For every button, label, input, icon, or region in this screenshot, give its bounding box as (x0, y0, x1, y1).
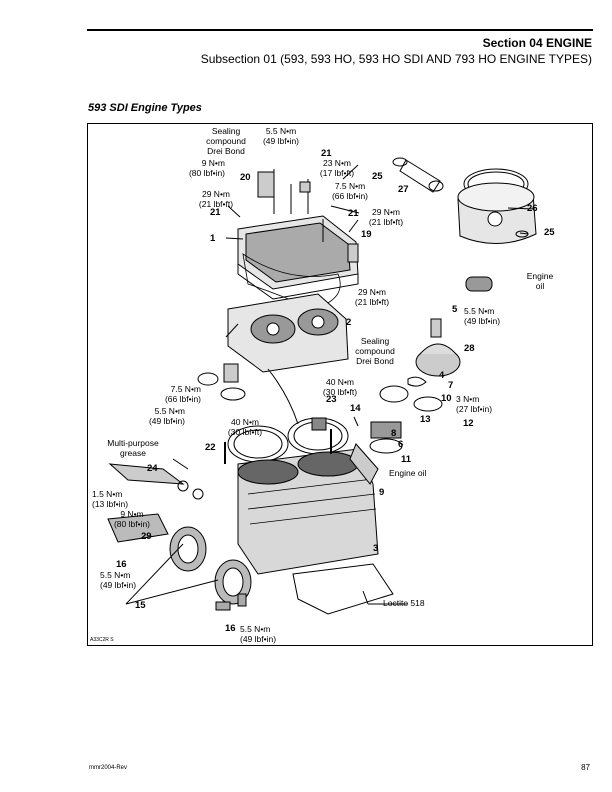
part-19: 19 (361, 229, 372, 240)
section-title: Section 04 ENGINE (482, 36, 592, 50)
figure-title: 593 SDI Engine Types (88, 102, 202, 114)
callout-grease: Multi-purpose grease (107, 438, 159, 458)
part-23: 23 (326, 394, 337, 405)
part-22: 22 (205, 442, 216, 453)
part-1: 1 (210, 233, 216, 244)
part-13: 13 (420, 414, 431, 425)
callout-7-5nm-a: 7.5 N•m (66 lbf•in) (331, 181, 369, 201)
callout-29nm-c: 29 N•m (21 lbf•ft) (354, 287, 390, 307)
engine-exploded-drawing (107, 157, 537, 615)
part-9: 9 (379, 487, 385, 498)
callout-7-5nm-b: 7.5 N•m (66 lbf•in) (164, 384, 201, 404)
callout-40nm-a: 40 N•m (30 lbf•ft) (322, 377, 358, 397)
part-15: 15 (135, 600, 146, 611)
part-21-left: 21 (210, 207, 221, 218)
callout-29nm-b: 29 N•m (21 lbf•ft) (368, 207, 404, 227)
callout-sealing-compound-2: Sealing compound Drei Bond (355, 336, 395, 366)
callout-engine-oil-2: Engine oil (389, 468, 427, 478)
callout-29nm-a: 29 N•m (21 lbf•ft) (198, 189, 234, 209)
callout-5-5nm-e: 5.5 N•m (49 lbf•in) (240, 624, 277, 644)
part-4: 4 (439, 370, 445, 381)
footer-revision: mmr2004-Rev (89, 765, 128, 771)
part-12: 12 (463, 418, 474, 429)
page-number: 87 (581, 763, 590, 772)
part-11: 11 (401, 454, 412, 465)
callout-9nm-2: 9 N•m (80 lbf•in) (113, 509, 151, 529)
callout-3nm: 3 N•m (27 lbf•in) (456, 394, 493, 414)
subsection-title: Subsection 01 (593, 593 HO, 593 HO SDI A… (200, 52, 592, 66)
callout-9nm: 9 N•m (80 lbf•in) (188, 158, 225, 178)
part-21-top: 21 (321, 148, 332, 159)
callout-sealing-compound-top: Sealing compound Drei Bond (206, 126, 246, 156)
part-24: 24 (147, 463, 158, 474)
callout-engine-oil-1: Engine oil (526, 271, 554, 291)
part-27: 27 (398, 184, 409, 195)
part-10: 10 (441, 393, 452, 404)
part-6: 6 (398, 439, 404, 450)
part-16-a: 16 (116, 559, 127, 570)
callout-1-5nm: 1.5 N•m (13 lbf•in) (92, 489, 129, 509)
part-21-right: 21 (348, 208, 359, 219)
callout-torque-top: 5.5 N•m (49 lbf•in) (262, 126, 300, 146)
part-25-a: 25 (372, 171, 383, 182)
part-28: 28 (464, 343, 475, 354)
callout-5-5nm-c: 5.5 N•m (49 lbf•in) (148, 406, 185, 426)
part-20: 20 (240, 172, 251, 183)
part-2: 2 (346, 317, 352, 328)
part-8: 8 (391, 428, 397, 439)
part-5: 5 (452, 304, 458, 315)
part-7: 7 (448, 380, 454, 391)
callout-23nm: 23 N•m (17 lbf•ft) (319, 158, 355, 178)
header-rule (87, 29, 593, 31)
callout-5-5nm-b: 5.5 N•m (49 lbf•in) (464, 306, 501, 326)
part-16-b: 16 (225, 623, 236, 634)
part-14: 14 (350, 403, 361, 414)
callout-40nm-b: 40 N•m (30 lbf•ft) (227, 417, 263, 437)
figure-code: A33C2R S (90, 637, 114, 643)
part-3: 3 (373, 543, 379, 554)
part-26: 26 (527, 203, 538, 214)
callout-loctite: Loctite 518 (383, 598, 425, 608)
part-25-b: 25 (544, 227, 555, 238)
callout-5-5nm-d: 5.5 N•m (49 lbf•in) (100, 570, 137, 590)
figure-frame: Sealing compound Drei Bond 5.5 N•m (49 l… (87, 123, 593, 646)
part-29: 29 (141, 531, 152, 542)
